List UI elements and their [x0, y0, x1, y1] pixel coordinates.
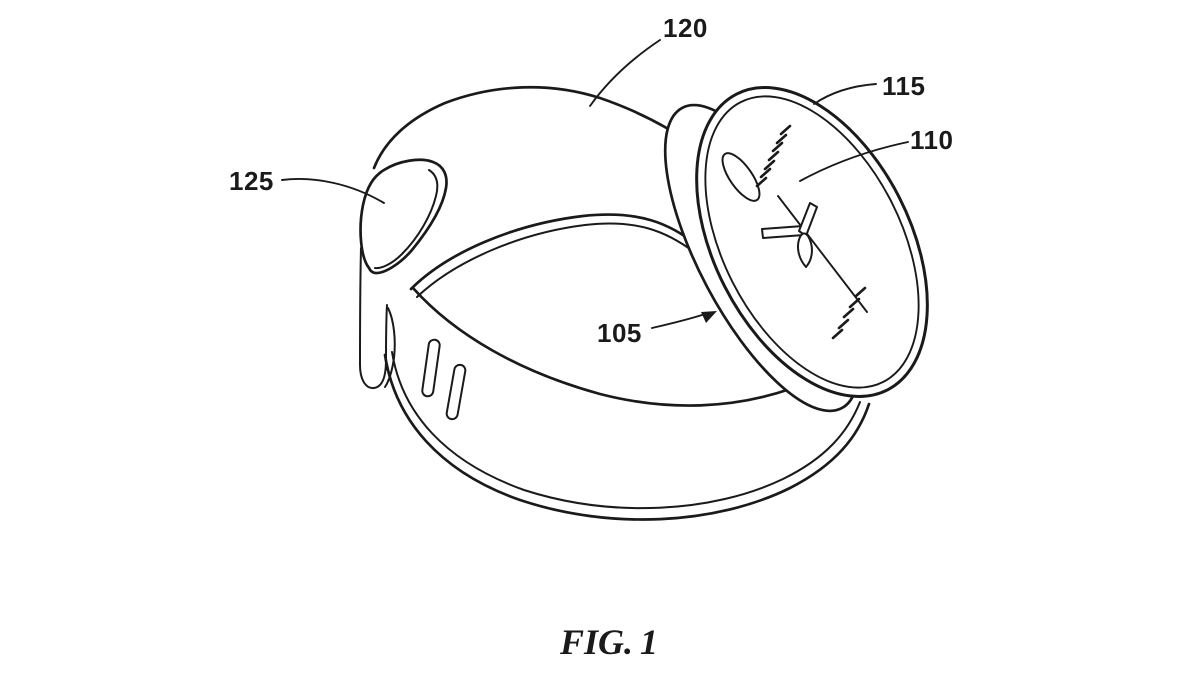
clock-hands [761, 195, 868, 313]
band-top-outer-edge [372, 85, 688, 170]
ref-label-125: 125 [229, 166, 274, 196]
ref-label-120: 120 [663, 13, 708, 43]
hatch-marks-top [755, 124, 792, 188]
reference-numerals: 120 115 110 125 105 [229, 13, 953, 348]
leader-lines [281, 39, 909, 329]
face-sensor-window [721, 152, 761, 202]
leader-line-125 [281, 178, 385, 204]
band-near-corner-edge [384, 307, 396, 388]
face-inner-bezel-rim [704, 95, 920, 389]
figure-caption: FIG. 1 [559, 622, 658, 662]
leader-line-115 [813, 83, 877, 105]
watch-band [359, 85, 871, 521]
band-opening-top-rim-inner [416, 222, 695, 298]
second-hand [777, 195, 868, 313]
hand-counterweight [797, 232, 813, 268]
strap-slot-left [421, 338, 441, 398]
hour-hand [761, 225, 805, 239]
figure-caption-number: 1 [640, 622, 658, 662]
strap-end-tongue [359, 247, 388, 390]
clasp-tail [359, 158, 448, 275]
band-opening-bottom-rim [411, 286, 792, 407]
band-opening-top-rim [409, 213, 700, 291]
clasp-tail-inner-line [374, 169, 439, 270]
leader-line-120 [589, 39, 661, 107]
leader-line-105 [651, 312, 709, 329]
ref-label-115: 115 [882, 71, 925, 101]
band-bottom-outer-edge [383, 353, 871, 521]
ref-label-105: 105 [597, 318, 642, 348]
leader-arrowhead-105 [701, 311, 717, 323]
ref-label-110: 110 [910, 125, 953, 155]
leader-line-110 [799, 141, 909, 182]
figure-caption-prefix: FIG. [559, 622, 633, 662]
band-bottom-inner-edge [391, 351, 861, 510]
strap-slot-right [445, 363, 467, 421]
clasp-tail-outline [359, 158, 448, 275]
watch-face [695, 86, 929, 398]
